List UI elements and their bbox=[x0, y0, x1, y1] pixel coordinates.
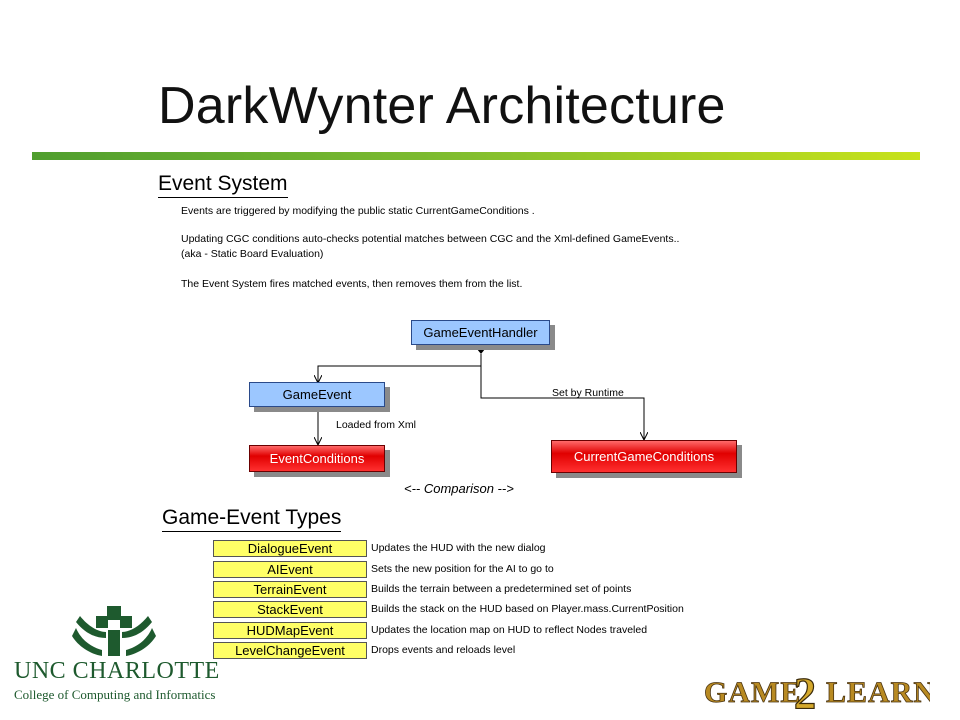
event-type-row: AIEvent Sets the new position for the AI… bbox=[213, 561, 773, 578]
unc-charlotte-wordmark: UNC CHARLOTTE bbox=[14, 658, 220, 684]
event-type-row: TerrainEvent Builds the terrain between … bbox=[213, 581, 773, 598]
event-type-description: Drops events and reloads level bbox=[371, 644, 516, 656]
event-system-line-1: Events are triggered by modifying the pu… bbox=[181, 205, 535, 217]
svg-text:2: 2 bbox=[794, 670, 816, 714]
heading-underline bbox=[162, 531, 342, 532]
event-type-name: TerrainEvent bbox=[213, 581, 367, 598]
event-type-name: HUDMapEvent bbox=[213, 622, 367, 639]
event-type-name: AIEvent bbox=[213, 561, 367, 578]
event-type-row: StackEvent Builds the stack on the HUD b… bbox=[213, 601, 773, 618]
event-system-line-3: (aka - Static Board Evaluation) bbox=[181, 248, 324, 260]
event-type-name: StackEvent bbox=[213, 601, 367, 618]
svg-text:GAME: GAME bbox=[704, 676, 801, 709]
event-type-name: DialogueEvent bbox=[213, 540, 367, 557]
node-event-conditions-label: EventConditions bbox=[249, 445, 385, 472]
handler-to-gameevent-connector bbox=[318, 354, 482, 382]
event-type-description: Builds the terrain between a predetermin… bbox=[371, 583, 632, 595]
event-system-heading: Event System bbox=[158, 172, 288, 198]
college-name: College of Computing and Informatics bbox=[14, 687, 216, 702]
node-game-event: GameEvent bbox=[249, 382, 390, 412]
edge-label-loaded-from-xml: Loaded from Xml bbox=[336, 419, 416, 431]
title-divider bbox=[32, 152, 920, 160]
node-event-conditions: EventConditions bbox=[249, 445, 390, 477]
event-system-heading-text: Event System bbox=[158, 172, 288, 195]
node-game-event-label: GameEvent bbox=[249, 382, 385, 407]
handler-to-currentconditions-connector bbox=[480, 354, 644, 439]
heading-underline bbox=[158, 197, 288, 198]
event-type-description: Updates the location map on HUD to refle… bbox=[371, 624, 648, 636]
edge-label-set-by-runtime: Set by Runtime bbox=[552, 387, 624, 399]
event-system-line-4: The Event System fires matched events, t… bbox=[181, 278, 523, 290]
comparison-label: <-- Comparison --> bbox=[404, 481, 514, 496]
unc-charlotte-crown-logo-icon bbox=[72, 606, 156, 656]
node-current-game-conditions: CurrentGameConditions bbox=[551, 440, 742, 478]
event-type-description: Builds the stack on the HUD based on Pla… bbox=[371, 603, 684, 615]
game2learn-logo-icon: GAME 2 LEARN bbox=[704, 670, 930, 714]
event-type-row: LevelChangeEvent Drops events and reload… bbox=[213, 642, 773, 659]
node-game-event-handler: GameEventHandler bbox=[411, 320, 555, 350]
slide-title: DarkWynter Architecture bbox=[158, 77, 726, 135]
event-types-heading-text: Game-Event Types bbox=[162, 506, 342, 529]
event-type-row: DialogueEvent Updates the HUD with the n… bbox=[213, 540, 773, 557]
event-system-line-2: Updating CGC conditions auto-checks pote… bbox=[181, 233, 680, 245]
event-type-row: HUDMapEvent Updates the location map on … bbox=[213, 622, 773, 639]
event-type-name: LevelChangeEvent bbox=[213, 642, 367, 659]
event-type-description: Sets the new position for the AI to go t… bbox=[371, 563, 554, 575]
node-current-game-conditions-label: CurrentGameConditions bbox=[551, 440, 737, 473]
event-types-heading: Game-Event Types bbox=[162, 506, 342, 532]
event-type-description: Updates the HUD with the new dialog bbox=[371, 542, 546, 554]
node-game-event-handler-label: GameEventHandler bbox=[411, 320, 550, 345]
svg-text:LEARN: LEARN bbox=[826, 676, 930, 709]
